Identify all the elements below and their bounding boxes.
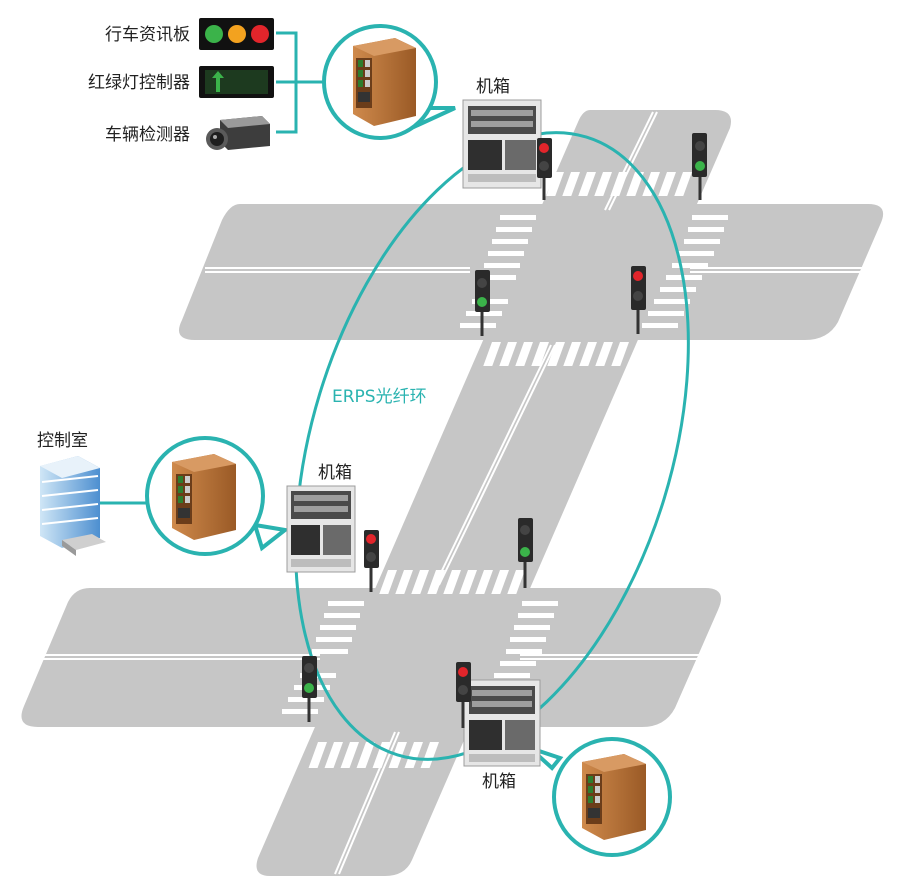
traffic-light: [692, 133, 707, 200]
legend: 行车资讯板 红绿灯控制器 车辆检测器: [88, 18, 326, 150]
signal-controller-icon: [199, 66, 274, 98]
traffic-light: [631, 266, 646, 334]
cabinet-middle: 机箱: [286, 463, 356, 573]
industrial-switch-icon: [582, 754, 646, 840]
ring-label: ERPS光纤环: [332, 387, 427, 407]
switch-callout-bottom: [528, 737, 672, 857]
legend-label-signal-controller: 红绿灯控制器: [88, 73, 190, 93]
traffic-light: [456, 662, 471, 728]
control-room-label: 控制室: [37, 431, 88, 451]
traffic-light: [475, 270, 490, 336]
traffic-light: [518, 518, 533, 588]
traffic-light: [537, 138, 552, 200]
cabinet-bottom-label: 机箱: [482, 772, 516, 792]
cabinet-top: 机箱: [462, 77, 542, 189]
erps-fiber-ring: [294, 131, 690, 761]
cross-street-bottom: [21, 588, 722, 727]
cabinet-bottom: 机箱: [463, 679, 541, 792]
legend-label-vehicle-detector: 车辆检测器: [105, 125, 190, 145]
office-building-icon: [40, 456, 106, 556]
legend-label-info-board: 行车资讯板: [105, 25, 190, 45]
control-room: 控制室: [37, 431, 106, 556]
traffic-light: [364, 530, 379, 592]
traffic-light: [302, 656, 317, 722]
cabinet-top-label: 机箱: [476, 77, 510, 97]
switch-callout-middle: [100, 436, 290, 556]
industrial-switch-icon: [353, 38, 416, 126]
industrial-switch-icon: [172, 454, 236, 540]
lane-lines: [40, 111, 862, 875]
traffic-info-board-icon: [199, 18, 274, 50]
cabinet-middle-label: 机箱: [318, 463, 352, 483]
switch-callout-top: [322, 24, 456, 140]
vehicle-detector-camera-icon: [206, 116, 270, 150]
